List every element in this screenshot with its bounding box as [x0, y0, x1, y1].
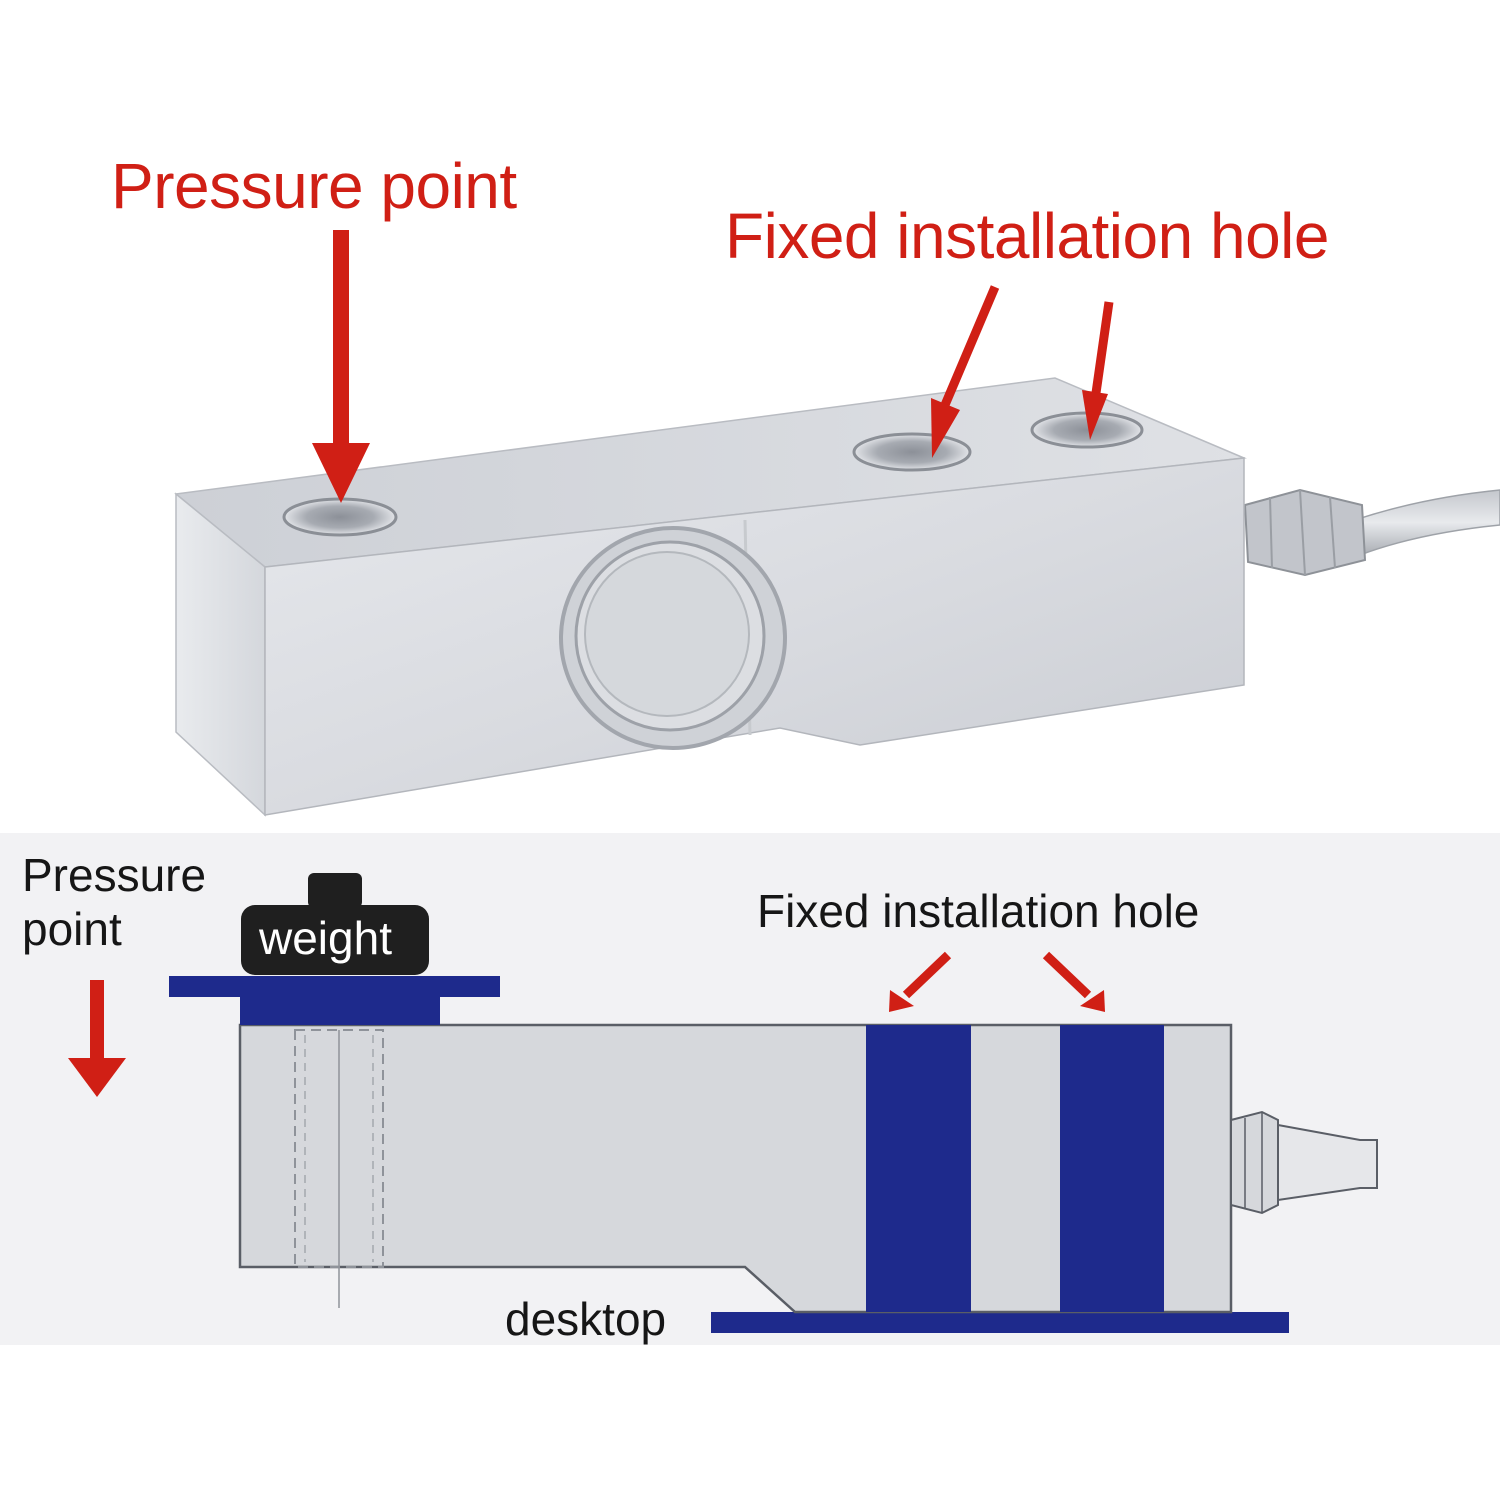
mount-band-1 — [866, 1025, 971, 1312]
pressure-boss — [240, 996, 440, 1025]
connector-sleeve — [1277, 1123, 1378, 1202]
weight-label: weight — [259, 912, 392, 964]
desktop-label: desktop — [505, 1293, 667, 1345]
weight-block — [241, 905, 429, 975]
diagram-pressure-line1: Pressure — [22, 849, 207, 901]
pressure-plate — [169, 976, 500, 997]
side-view-diagram — [169, 873, 1378, 1333]
diagram-pressure-label: Pressure point — [22, 848, 206, 957]
load-cell-body — [238, 1023, 1233, 1314]
desktop-plate — [711, 1312, 1289, 1333]
pressure-arrow-diagram — [68, 980, 126, 1097]
pressure-point-label: Pressure point — [111, 150, 517, 222]
pressure-arrow-photo — [312, 230, 370, 503]
pressure-hole — [282, 497, 398, 537]
hole-arrows-diagram — [889, 951, 1105, 1012]
diagram-installation-hole-label: Fixed installation hole — [757, 885, 1200, 937]
load-cell-photo — [174, 377, 1500, 817]
diagram-pressure-line2: point — [22, 903, 122, 956]
cable — [1354, 489, 1500, 557]
connector-nut — [1230, 1110, 1279, 1215]
mount-band-2 — [1060, 1025, 1164, 1312]
hole-arrows-photo — [931, 285, 1114, 458]
installation-hole-label: Fixed installation hole — [725, 200, 1329, 272]
weight-handle — [308, 873, 362, 908]
installation-hole-1 — [852, 432, 972, 472]
